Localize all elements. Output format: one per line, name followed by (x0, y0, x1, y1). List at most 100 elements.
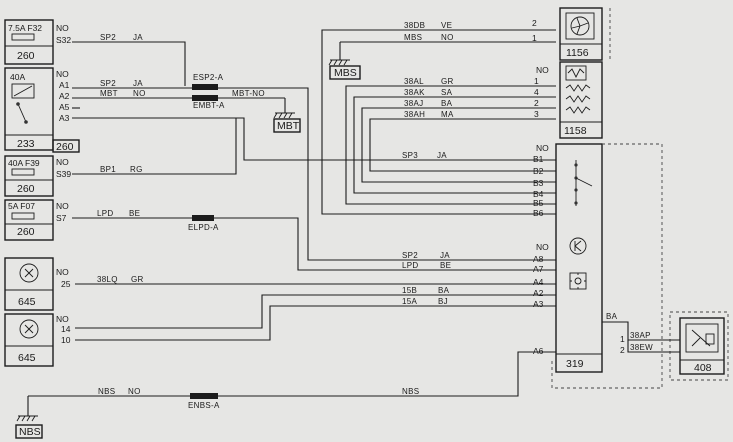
diagram-stroke (627, 340, 680, 353)
wire-color: BA (438, 286, 450, 295)
diagram-stroke (72, 41, 186, 86)
wire-color: VE (441, 21, 452, 30)
ground-label: MBS (334, 67, 357, 79)
switch-contacts-icon (574, 160, 593, 206)
diagram-stroke (685, 323, 719, 353)
component-319-control-module: 319 NO B1 B2 B3 B4 B5 B6 NO A8 A7 A4 A2 … (533, 143, 603, 373)
wire-label: NBS (402, 387, 419, 396)
wire-color: JA (440, 251, 450, 260)
wire-15b: 15B BA (75, 286, 556, 329)
pin-label: B3 (533, 178, 544, 188)
diagram-stroke (52, 139, 80, 153)
wire-sp2-a1-a8: SP2 JA ESP2-A (72, 73, 556, 261)
diagram-stroke (72, 87, 556, 261)
wire-label: MBS (404, 33, 422, 42)
diagram-stroke (75, 294, 556, 329)
pin-label: B5 (533, 198, 544, 208)
pin-label: NO (56, 157, 69, 167)
wire-label: SP2 (100, 79, 116, 88)
diagram-stroke (570, 273, 586, 289)
wire-color: MA (441, 110, 454, 119)
pin-label: A3 (533, 299, 544, 309)
component-645-sensor-a: 645 NO 25 (4, 257, 71, 311)
pin-label: NO (536, 242, 549, 252)
wire-label: 15A (402, 297, 417, 306)
diagram-stroke (72, 118, 237, 175)
pin-label: 2 (532, 18, 537, 28)
wire-label: MBT (100, 89, 118, 98)
wire-color: RG (130, 165, 143, 174)
wire-38ak: 38AK SA (353, 88, 556, 194)
diagram-stroke (4, 199, 54, 241)
splice-label: ESP2-A (193, 73, 224, 82)
diagram-stroke (705, 333, 715, 345)
pin-label: B6 (533, 208, 544, 218)
wire-label: 38AH (404, 110, 425, 119)
wire-38db: 38DB VE (321, 21, 556, 215)
diagram-stroke (565, 65, 587, 81)
wire-label: 38AP (630, 331, 651, 340)
pin-label: 10 (61, 335, 71, 345)
diagram-stroke (72, 217, 556, 271)
diagram-stroke (565, 12, 595, 40)
fuse-icon (11, 168, 35, 176)
fan-speed-icon (569, 237, 587, 255)
diagram-stroke (16, 102, 20, 106)
wire-label: 15B (402, 286, 417, 295)
pin-label: 2 (534, 98, 539, 108)
component-id: 645 (18, 352, 36, 364)
diagram-stroke (24, 120, 28, 124)
pin-label: B1 (533, 154, 544, 164)
diagram-stroke (559, 7, 603, 61)
wire-label: LPD (402, 261, 418, 270)
ground-mbs-top: MBS (328, 42, 361, 80)
wire-sp3: SP3 JA (72, 117, 556, 161)
wire-lpd: LPD BE ELPD-A LPD BE (72, 209, 556, 271)
component-id: 1158 (564, 125, 587, 137)
wire-label: 38AL (404, 77, 424, 86)
diagram-stroke (691, 329, 711, 347)
component-id: 319 (566, 358, 584, 370)
pin-label: 1 (532, 33, 537, 43)
wire-label: NBS (98, 387, 115, 396)
fuse-label: 40A F39 (8, 158, 40, 168)
temperature-sensor-icon (569, 272, 587, 290)
diagram-stroke (565, 84, 591, 92)
pin-label: A3 (59, 113, 70, 123)
diagram-stroke (328, 59, 348, 66)
wire-color: NO (133, 89, 146, 98)
diagram-stroke (72, 117, 556, 161)
wire-color: NO (441, 33, 454, 42)
sensor-icon (19, 263, 39, 283)
diagram-stroke (13, 85, 33, 97)
component-id: 645 (18, 296, 36, 308)
wire-color: GR (441, 77, 454, 86)
diagram-stroke (353, 96, 556, 194)
wire-15a: 15A BJ (75, 297, 556, 341)
wire-38al: 38AL GR (345, 77, 556, 205)
wire-mbs: MBS NO (340, 33, 556, 43)
pin-label: A2 (533, 288, 544, 298)
diagram-stroke (575, 177, 593, 187)
pin-label: 1 (620, 334, 625, 344)
pin-label: S7 (56, 213, 67, 223)
wire-bp1: BP1 RG (72, 118, 237, 175)
wire-color: NO (128, 387, 141, 396)
wire-label: SP3 (402, 151, 418, 160)
ground-label: NBS (19, 426, 41, 438)
component-1158-resistor-block: 1158 NO 1 4 2 3 (534, 61, 603, 139)
pin-label: 14 (61, 324, 71, 334)
component-id: 1156 (566, 47, 589, 59)
diagram-stroke (273, 118, 301, 133)
pin-label: A7 (533, 264, 544, 274)
diagram-stroke (565, 106, 591, 114)
diagram-stroke (574, 240, 582, 252)
diagram-stroke (565, 95, 591, 103)
actuator-icon (685, 323, 719, 353)
diagram-stroke (574, 277, 582, 285)
pin-label: 1 (534, 76, 539, 86)
pin-label: A1 (59, 80, 70, 90)
diagram-stroke (24, 268, 34, 278)
diagram-stroke (4, 313, 54, 367)
diagram-stroke (24, 324, 34, 334)
